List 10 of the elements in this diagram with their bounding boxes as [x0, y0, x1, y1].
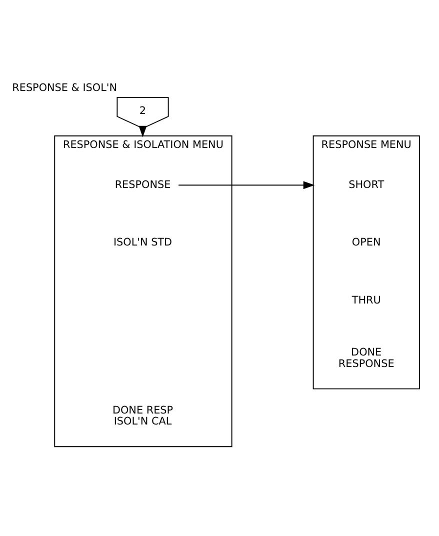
node-text: THRU	[352, 294, 381, 306]
node-text: ISOL'N STD	[113, 236, 172, 248]
node-text: RESPONSE	[114, 178, 171, 190]
node-text: DONE RESPONSE	[338, 346, 394, 370]
node-label: RESPONSE & ISOL'N	[12, 82, 118, 94]
node-text: DONE RESP ISOL'N CAL	[112, 404, 174, 428]
node-text: SHORT	[348, 178, 384, 190]
arrow	[178, 180, 315, 189]
node-text: OPEN	[352, 236, 381, 248]
arrow	[138, 125, 147, 137]
